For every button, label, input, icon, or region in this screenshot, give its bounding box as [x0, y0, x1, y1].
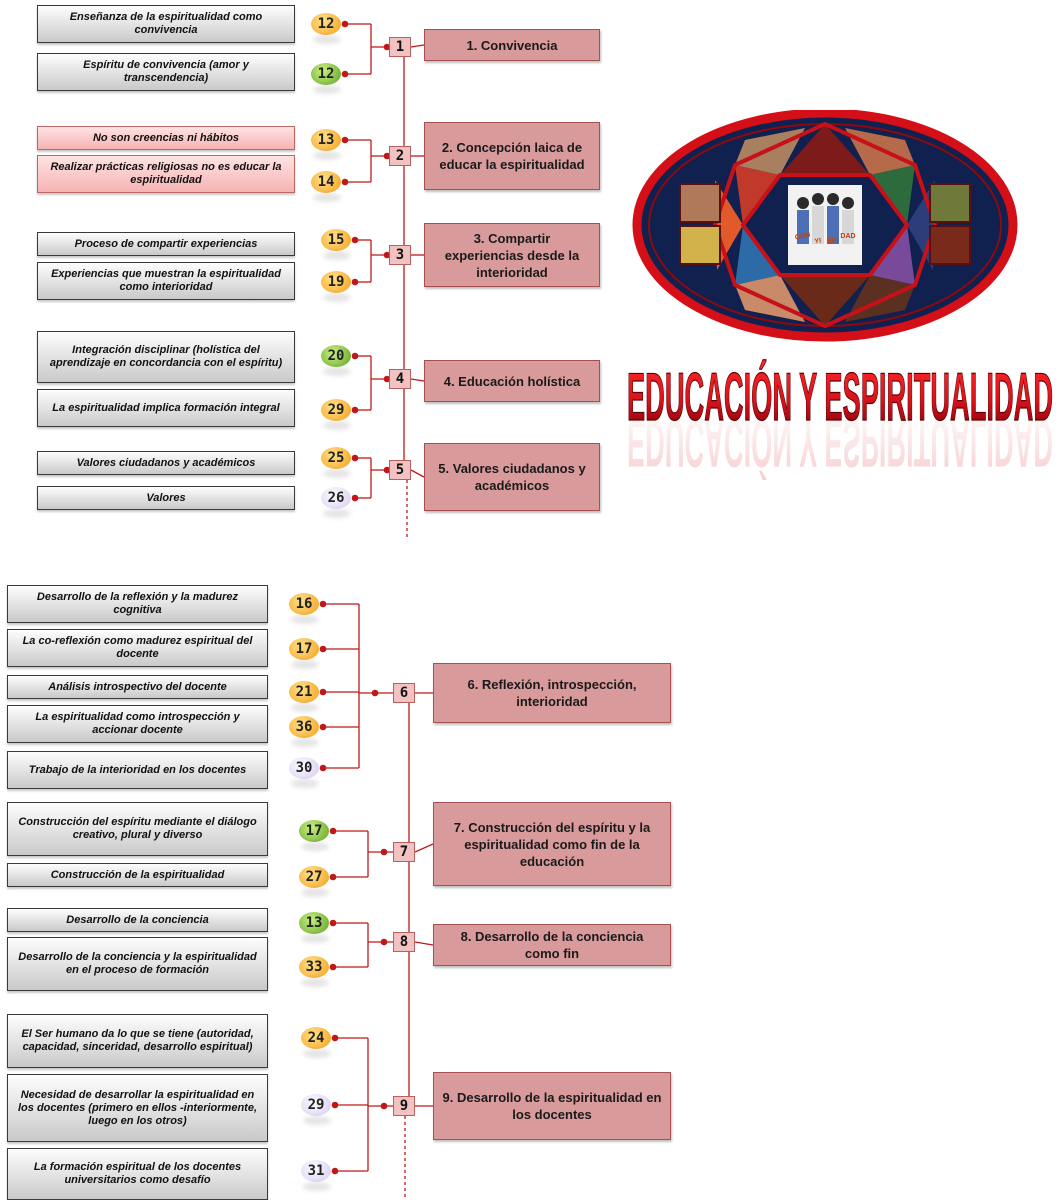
connector-dot	[380, 938, 388, 946]
group-number: 3	[389, 245, 411, 265]
group-number: 1	[389, 37, 411, 57]
orange-badge-icon: 24	[301, 1027, 331, 1049]
code-box: Análisis introspectivo del docente	[7, 675, 268, 699]
code-box: Enseñanza de la espiritualidad como conv…	[37, 5, 295, 43]
connector-line	[410, 378, 425, 382]
connector-dot	[380, 1102, 388, 1110]
connector-dot	[383, 466, 391, 474]
code-box: Trabajo de la interioridad en los docent…	[7, 751, 268, 789]
code-box: Desarrollo de la reflexión y la madurez …	[7, 585, 268, 623]
category-box: 9. Desarrollo de la espiritualidad en lo…	[433, 1072, 671, 1140]
category-box: 7. Construcción del espíritu y la espiri…	[433, 802, 671, 886]
connector-line	[414, 843, 434, 853]
code-box: Experiencias que muestran la espirituali…	[37, 262, 295, 300]
code-box: La espiritualidad implica formación inte…	[37, 389, 295, 427]
logo-collage: CON YI EPI DAD	[679, 121, 971, 329]
orange-badge-icon: 29	[321, 399, 351, 421]
category-box: 2. Concepción laica de educar la espirit…	[424, 122, 600, 190]
purple-badge-icon: 30	[289, 757, 319, 779]
group-number: 8	[393, 932, 415, 952]
orange-badge-icon: 15	[321, 229, 351, 251]
connector-dot	[371, 689, 379, 697]
code-box: Espíritu de convivencia (amor y transcen…	[37, 53, 295, 91]
group-number: 2	[389, 146, 411, 166]
group-number: 5	[389, 460, 411, 480]
connector-line	[410, 44, 425, 48]
logo-title: EDUCACIÓN Y ESPIRITUALIDAD	[627, 359, 1053, 435]
connector-line	[414, 941, 434, 946]
code-box: Desarrollo de la conciencia	[7, 908, 268, 932]
connector-line	[410, 469, 425, 478]
orange-badge-icon: 36	[289, 716, 319, 738]
orange-badge-icon: 21	[289, 681, 319, 703]
green-badge-icon: 20	[321, 345, 351, 367]
connector-dot	[383, 375, 391, 383]
orange-badge-icon: 25	[321, 447, 351, 469]
svg-text:EDUCACIÓN Y ESPIRITUALIDAD: EDUCACIÓN Y ESPIRITUALIDAD	[627, 405, 1053, 480]
code-box: Desarrollo de la conciencia y la espirit…	[7, 937, 268, 991]
code-box: La co-reflexión como madurez espiritual …	[7, 629, 268, 667]
category-box: 5. Valores ciudadanos y académicos	[424, 443, 600, 511]
category-box: 4. Educación holística	[424, 360, 600, 402]
orange-badge-icon: 12	[311, 13, 341, 35]
purple-badge-icon: 29	[301, 1094, 331, 1116]
orange-badge-icon: 27	[299, 866, 329, 888]
group-number: 6	[393, 683, 415, 703]
code-box: El Ser humano da lo que se tiene (autori…	[7, 1014, 268, 1068]
code-box: Valores ciudadanos y académicos	[37, 451, 295, 475]
code-box: Valores	[37, 486, 295, 510]
svg-text:EPI: EPI	[827, 238, 839, 246]
orange-badge-icon: 14	[311, 171, 341, 193]
category-box: 3. Compartir experiencias desde la inter…	[424, 223, 600, 287]
code-box: Construcción del espíritu mediante el di…	[7, 802, 268, 856]
logo: CON YI EPI DAD EDUCACIÓN Y ESPIRITUALIDA…	[626, 110, 1054, 480]
connector-dot	[383, 152, 391, 160]
connector-dot	[380, 848, 388, 856]
group-number: 9	[393, 1096, 415, 1116]
category-box: 6. Reflexión, introspección, interiorida…	[433, 663, 671, 723]
purple-badge-icon: 31	[301, 1160, 331, 1182]
orange-badge-icon: 19	[321, 271, 351, 293]
category-box: 1. Convivencia	[424, 29, 600, 61]
svg-text:YI: YI	[814, 238, 822, 246]
group-number: 7	[393, 842, 415, 862]
connector-dot	[383, 251, 391, 259]
orange-badge-icon: 17	[289, 638, 319, 660]
code-box: Necesidad de desarrollar la espiritualid…	[7, 1074, 268, 1142]
code-box: Realizar prácticas religiosas no es educ…	[37, 155, 295, 193]
orange-badge-icon: 13	[311, 129, 341, 151]
orange-badge-icon: 16	[289, 593, 319, 615]
code-box: La espiritualidad como introspección y a…	[7, 705, 268, 743]
orange-badge-icon: 33	[299, 956, 329, 978]
green-badge-icon: 17	[299, 820, 329, 842]
group-number: 4	[389, 369, 411, 389]
code-box: Proceso de compartir experiencias	[37, 232, 295, 256]
category-box: 8. Desarrollo de la conciencia como fin	[433, 924, 671, 966]
connector-dot	[383, 43, 391, 51]
code-box: Integración disciplinar (holística del a…	[37, 331, 295, 383]
code-box: Construcción de la espiritualidad	[7, 863, 268, 887]
code-box: No son creencias ni hábitos	[37, 126, 295, 150]
svg-text:CON: CON	[794, 231, 811, 241]
svg-text:DAD: DAD	[840, 233, 855, 240]
purple-badge-icon: 26	[321, 487, 351, 509]
code-box: La formación espiritual de los docentes …	[7, 1148, 268, 1200]
green-badge-icon: 12	[311, 63, 341, 85]
green-badge-icon: 13	[299, 912, 329, 934]
